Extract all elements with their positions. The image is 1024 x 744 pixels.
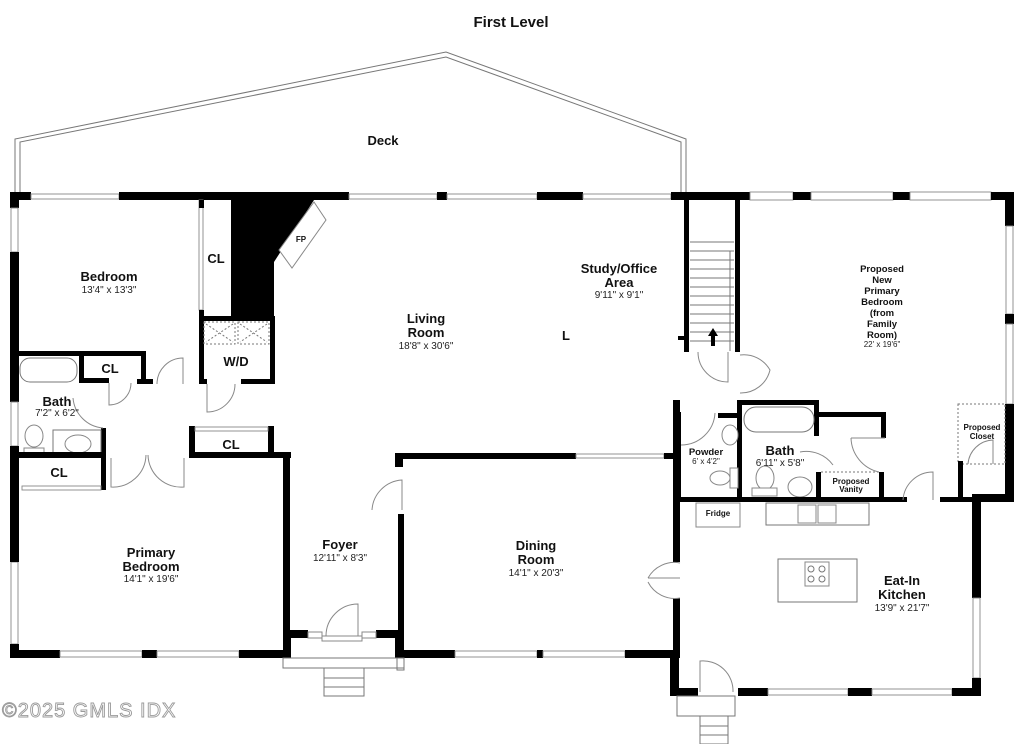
- primary-bedroom-label-2: Bedroom: [122, 559, 179, 574]
- dining-dims: 14'1" x 20'3": [509, 568, 564, 579]
- wd-label: W/D: [223, 354, 248, 369]
- plan-title: First Level: [473, 14, 548, 31]
- bath-right-label: Bath: [766, 443, 795, 458]
- primary-closet-label: CL: [50, 465, 67, 480]
- bedroom-closet-label: CL: [207, 251, 224, 266]
- dining-step: [396, 657, 405, 671]
- fridge-label: Fridge: [706, 509, 731, 518]
- svg-text:Family: Family: [867, 319, 898, 330]
- primary-bedroom-label-1: Primary: [127, 545, 176, 560]
- foyer-dims: 12'11" x 8'3": [313, 553, 368, 564]
- deck-label: Deck: [367, 133, 399, 148]
- bedroom-label: Bedroom: [80, 269, 137, 284]
- proposed-closet-label-2: Closet: [970, 432, 995, 441]
- deck-outline: [14, 51, 687, 194]
- exterior-walls: [10, 191, 1014, 696]
- living-room-label-1: Living: [407, 311, 445, 326]
- mid-closet-label: CL: [222, 437, 239, 452]
- front-entry: [282, 603, 405, 697]
- kitchen-label-1: Eat-In: [884, 573, 920, 588]
- powder-label: Powder: [689, 447, 724, 458]
- proposed-vanity-label-1: Proposed: [833, 477, 870, 486]
- svg-text:(from: (from: [870, 308, 894, 319]
- study-label-1: Study/Office: [581, 261, 658, 276]
- svg-text:Proposed: Proposed: [860, 264, 904, 275]
- bath-right-dims: 6'11" x 5'8": [756, 458, 805, 469]
- study-l-marker: L: [562, 328, 570, 343]
- foyer-label: Foyer: [322, 537, 357, 552]
- bath-left-label: Bath: [43, 394, 72, 409]
- powder-dims: 6' x 4'2": [692, 457, 720, 466]
- bedroom-dims: 13'4" x 13'3": [82, 285, 137, 296]
- svg-text:Primary: Primary: [864, 286, 900, 297]
- svg-text:22' x 19'6": 22' x 19'6": [864, 340, 901, 349]
- watermark: ©2025 GMLS IDX: [2, 700, 176, 722]
- study-label-2: Area: [605, 275, 635, 290]
- fireplace-label: FP: [296, 235, 307, 244]
- proposed-closet-label-1: Proposed: [964, 423, 1001, 432]
- living-room-label-2: Room: [408, 325, 445, 340]
- proposed-bedroom-label: Proposed New Primary Bedroom (from Famil…: [860, 264, 904, 349]
- primary-bedroom-dims: 14'1" x 19'6": [124, 574, 179, 585]
- kitchen-dims: 13'9" x 21'7": [875, 603, 930, 614]
- interior-walls-right: [677, 400, 1006, 502]
- svg-text:New: New: [872, 275, 892, 286]
- study-dims: 9'11" x 9'1": [595, 290, 644, 301]
- doors-left: [72, 357, 403, 511]
- bath-left-dims: 7'2" x 6'2": [35, 408, 79, 419]
- stairs-up-arrow-icon: [708, 328, 718, 346]
- kitchen-entry: [676, 660, 736, 744]
- interior-walls-center: [395, 400, 681, 658]
- dining-label-1: Dining: [516, 538, 556, 553]
- interior-walls-left: [18, 199, 327, 632]
- living-room-dims: 18'8" x 30'6": [399, 341, 454, 352]
- room-labels: Bedroom 13'4" x 13'3" CL FP Living Room …: [35, 235, 1000, 614]
- dining-label-2: Room: [518, 552, 555, 567]
- hall-closet-label: CL: [101, 361, 118, 376]
- staircase: [678, 200, 771, 394]
- svg-text:Room): Room): [867, 330, 897, 341]
- svg-text:Bedroom: Bedroom: [861, 297, 903, 308]
- proposed-vanity-label-2: Vanity: [839, 485, 863, 494]
- kitchen-label-2: Kitchen: [878, 587, 926, 602]
- kitchen-fixtures: [695, 502, 870, 603]
